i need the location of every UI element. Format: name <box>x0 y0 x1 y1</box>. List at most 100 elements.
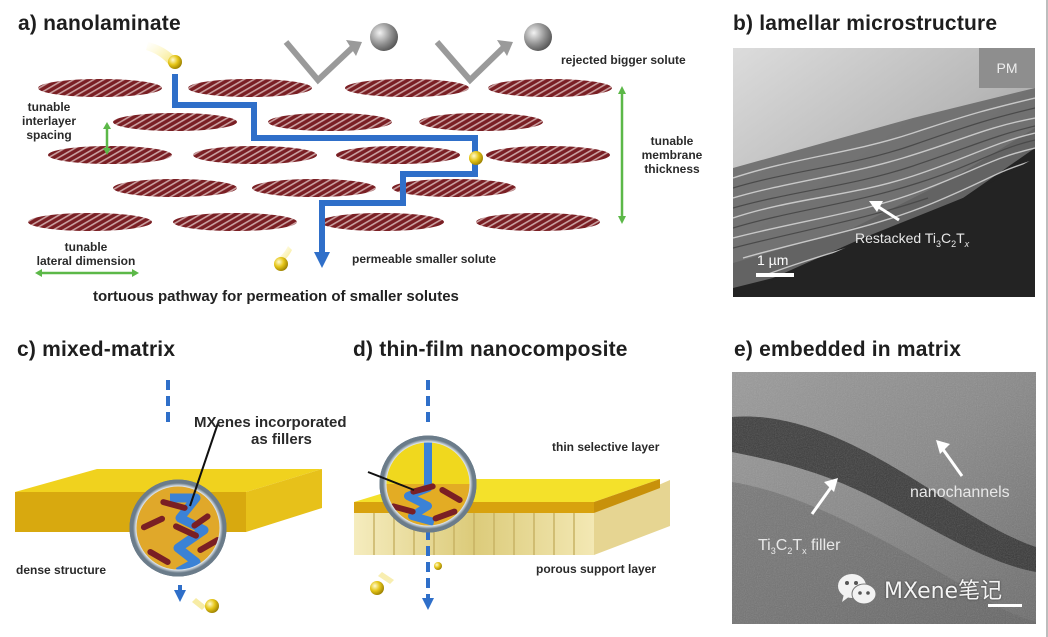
filler-flakes <box>390 483 463 522</box>
mxene-flake <box>320 213 444 231</box>
magnifier-ring <box>379 435 477 533</box>
mixed-matrix-diagram <box>15 380 322 613</box>
panel-c-title: c) mixed-matrix <box>17 338 176 361</box>
label-line: spacing <box>26 128 72 142</box>
filler-flake <box>147 549 171 565</box>
restacked-label: Restacked Ti3C2Tx <box>855 230 969 249</box>
arrowhead-icon <box>103 148 111 155</box>
membrane-thickness-label: tunable membrane thickness <box>634 134 710 176</box>
subscript: 2 <box>951 238 957 249</box>
mxene-flake <box>476 213 600 231</box>
callout-leader <box>367 471 415 491</box>
callout-leader <box>189 422 219 507</box>
porous-support-layer-label: porous support layer <box>536 562 657 576</box>
sem-image <box>733 48 1035 297</box>
filler-flake <box>410 483 436 495</box>
filler-flake <box>173 523 199 539</box>
subscript: 3 <box>770 546 776 557</box>
mxene-flake <box>48 146 172 164</box>
small-solute-icon <box>205 599 219 613</box>
rejected-solute-label: rejected bigger solute <box>561 53 686 67</box>
label-text: T <box>792 537 803 554</box>
rejection-arrowhead-icon <box>346 40 362 56</box>
flow-arrowhead-icon <box>422 598 434 610</box>
filler-flake <box>432 508 458 522</box>
arrowhead-icon <box>103 122 111 129</box>
rejected-solute-icon <box>370 23 398 51</box>
wechat-icon <box>838 574 877 605</box>
watermark: MXene笔记 <box>836 572 1002 606</box>
zigzag-pathway <box>404 440 436 526</box>
subscript: 2 <box>787 546 793 557</box>
thin-film-diagram <box>354 380 670 610</box>
small-solute-icon <box>168 55 182 69</box>
solute-tail <box>378 572 394 584</box>
label-text: C <box>940 230 952 246</box>
label-text: filler <box>806 537 841 554</box>
tem-micrograph: nanochannels Ti3C2Tx filler <box>732 372 1036 624</box>
zigzag-pathway <box>170 493 209 576</box>
filler-flake <box>160 499 188 511</box>
matrix-slab-side <box>246 469 322 532</box>
mxene-flake <box>193 146 317 164</box>
subscript: x <box>964 238 970 249</box>
label-line: interlayer <box>21 114 77 128</box>
nanolaminate-diagram <box>28 23 626 277</box>
mxene-flake <box>268 113 392 131</box>
nanochannels-label: nanochannels <box>910 484 1010 501</box>
panel-b-title: b) lamellar microstructure <box>733 12 998 35</box>
mxene-flake <box>419 113 543 131</box>
filler-flake <box>140 515 166 531</box>
label-text: Ti <box>758 537 771 554</box>
small-solute-icon <box>370 581 384 595</box>
permeable-solute-label: permeable smaller solute <box>352 252 497 266</box>
scale-bar <box>988 604 1022 607</box>
label-text: T <box>956 230 965 246</box>
filler-flake <box>197 537 221 553</box>
filler-flake <box>390 503 416 515</box>
selective-layer-side <box>594 479 660 513</box>
panel-a-caption: tortuous pathway for permeation of small… <box>93 288 459 305</box>
page-edge-divider <box>1046 0 1048 637</box>
subscript: x <box>802 546 807 557</box>
solute-tail <box>192 598 206 610</box>
small-solute-icon <box>469 151 483 165</box>
mxene-flake <box>113 179 237 197</box>
scale-bar <box>756 273 794 277</box>
lateral-dimension-label: tunable lateral dimension <box>30 240 142 268</box>
label-line: tunable <box>650 134 694 148</box>
panel-a-title: a) nanolaminate <box>18 12 181 35</box>
label-text: C <box>775 537 788 554</box>
sem-micrograph: PM Restacked Ti3C2Tx 1 µm <box>733 48 1035 297</box>
pm-badge: PM <box>979 48 1035 88</box>
mxene-flake <box>38 79 162 97</box>
nanochannels-arrow-icon <box>936 440 964 477</box>
label-line: membrane <box>641 148 703 162</box>
support-side <box>594 480 670 555</box>
mxene-flake <box>173 213 297 231</box>
magnifier-ring <box>129 479 227 577</box>
label-line: tunable <box>64 240 108 254</box>
arrowhead-icon <box>618 216 626 224</box>
pathway-arrowhead-icon <box>314 252 330 268</box>
filler-flake <box>439 487 463 503</box>
rejection-arrow <box>283 40 355 85</box>
mxene-flakes <box>28 79 612 231</box>
mxene-flake <box>488 79 612 97</box>
rejection-arrow <box>434 40 506 85</box>
rejection-arrowhead-icon <box>497 40 513 56</box>
mxene-flake <box>336 146 460 164</box>
mxene-flake <box>486 146 610 164</box>
mxene-flake <box>252 179 376 197</box>
mxene-flake <box>345 79 469 97</box>
watermark-text: MXene笔记 <box>884 579 1003 604</box>
filler-flake <box>191 513 211 529</box>
label-text: Restacked Ti <box>855 230 936 246</box>
arrowhead-icon <box>35 269 42 277</box>
mxene-flake <box>392 179 516 197</box>
subscript: 3 <box>935 238 941 249</box>
thin-selective-layer-label: thin selective layer <box>552 440 660 454</box>
dense-structure-label: dense structure <box>16 563 107 577</box>
small-solute-icon <box>434 562 442 570</box>
label-line: MXenes incorporated <box>194 414 347 431</box>
